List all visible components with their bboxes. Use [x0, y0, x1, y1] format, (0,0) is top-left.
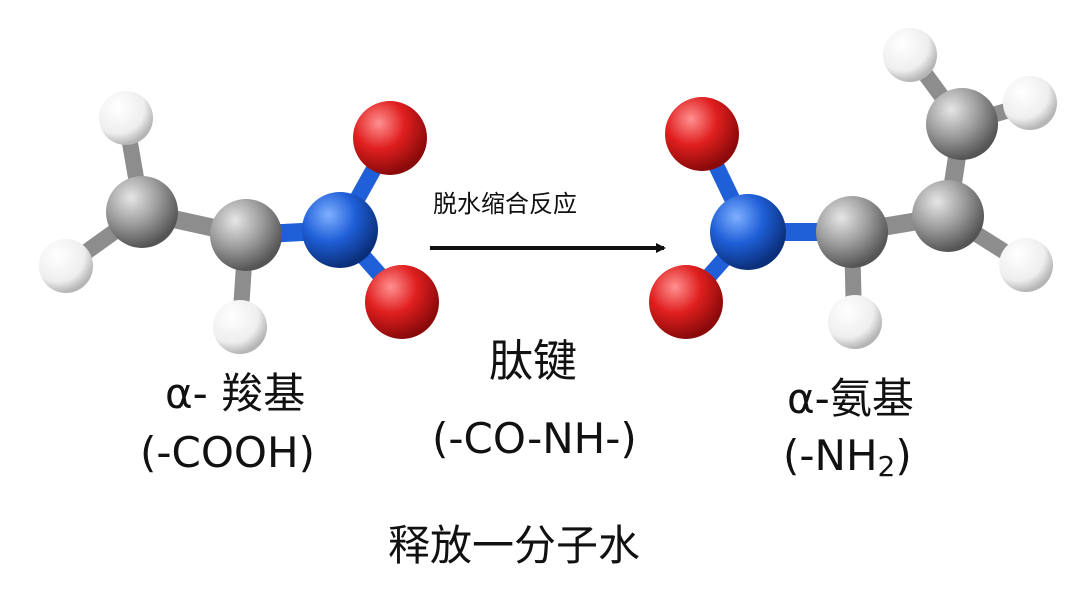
carbon-atom	[912, 180, 984, 252]
amino-formula-main: (-NH	[783, 431, 878, 480]
oxygen-atom	[649, 265, 723, 339]
nitrogen-atom	[710, 194, 786, 270]
peptide-bond-formula: (-CO-NH-)	[432, 414, 637, 463]
reaction-label: 脱水缩合反应	[433, 190, 577, 218]
oxygen-atom	[665, 97, 739, 171]
carbon-atom	[106, 176, 178, 248]
carboxyl-label: α- 羧基	[165, 369, 306, 418]
water-release-label: 释放一分子水	[388, 521, 641, 570]
carboxyl-formula: (-COOH)	[140, 428, 315, 477]
carbon-atom	[926, 88, 998, 160]
hydrogen-atom	[39, 239, 93, 293]
hydrogen-atom	[99, 91, 153, 145]
carbon-atom	[816, 196, 888, 268]
left-molecule-atoms	[39, 91, 439, 354]
hydrogen-atom	[999, 238, 1053, 292]
hydrogen-atom	[213, 300, 267, 354]
carbon-atom	[210, 199, 282, 271]
oxygen-atom	[365, 265, 439, 339]
hydrogen-atom	[828, 295, 882, 349]
right-molecule-atoms	[649, 28, 1057, 349]
amino-label: α-氨基	[787, 374, 914, 423]
hydrogen-atom	[1003, 76, 1057, 130]
amino-formula-end: )	[895, 431, 912, 480]
oxygen-atom	[353, 101, 427, 175]
amino-formula: (-NH2)	[783, 435, 912, 481]
amino-formula-subscript: 2	[877, 450, 896, 483]
peptide-bond-label: 肽键	[489, 336, 577, 387]
hydrogen-atom	[883, 28, 937, 82]
nitrogen-atom	[302, 192, 378, 268]
